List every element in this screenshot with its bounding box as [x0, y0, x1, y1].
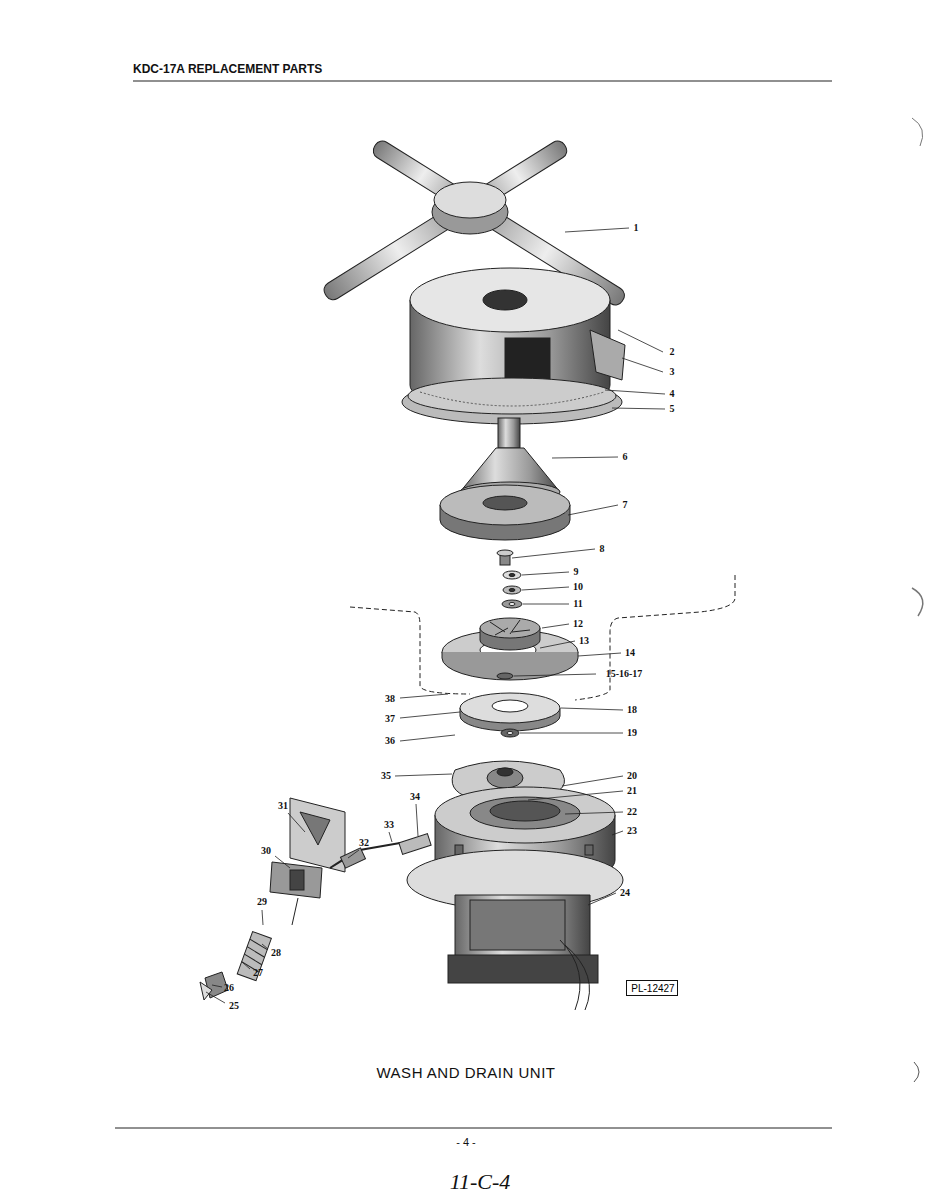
callout-number: 11 [573, 598, 582, 610]
callout-number: 15-16-17 [606, 668, 643, 680]
figure-number: PL-12427 [631, 983, 672, 995]
callout-number: 34 [410, 791, 420, 803]
callout-number: 14 [625, 647, 635, 659]
callout-number: 33 [384, 819, 394, 831]
callout-number: 25 [229, 1000, 239, 1012]
callout-number: 26 [224, 982, 234, 994]
callout-number: 31 [278, 800, 288, 812]
callout-number: 36 [385, 735, 395, 747]
callout-number: 5 [670, 403, 675, 415]
callout-number: 35 [381, 770, 391, 782]
callout-number: 24 [620, 887, 630, 899]
callout-number: 3 [670, 366, 675, 378]
page-number: - 4 - [456, 1136, 476, 1148]
callout-number: 30 [261, 845, 271, 857]
figure-number-box: PL-12427 [626, 980, 677, 996]
callout-number: 20 [627, 770, 637, 782]
callout-number: 19 [627, 727, 637, 739]
callout-number: 4 [670, 388, 675, 400]
callout-number: 13 [579, 635, 589, 647]
callout-number: 1 [634, 222, 639, 234]
callout-number: 28 [271, 947, 281, 959]
callout-number: 29 [257, 896, 267, 908]
callout-number: 10 [573, 581, 583, 593]
handwritten-note: 11-C-4 [450, 1169, 511, 1195]
callout-number: 8 [600, 543, 605, 555]
callout-number: 38 [385, 693, 395, 705]
callout-number: 27 [253, 967, 263, 979]
callout-number: 32 [359, 837, 369, 849]
callout-number: 12 [573, 618, 583, 630]
callout-number: 37 [385, 713, 395, 725]
callout-number: 6 [623, 451, 628, 463]
callout-number: 9 [574, 566, 579, 578]
callout-number: 7 [623, 499, 628, 511]
page-title: KDC-17A REPLACEMENT PARTS [133, 62, 322, 76]
callout-number: 23 [627, 825, 637, 837]
figure-caption: WASH AND DRAIN UNIT [377, 1064, 556, 1081]
callout-number: 18 [627, 704, 637, 716]
callout-number: 2 [670, 346, 675, 358]
callout-number: 21 [627, 785, 637, 797]
callout-number: 22 [627, 806, 637, 818]
